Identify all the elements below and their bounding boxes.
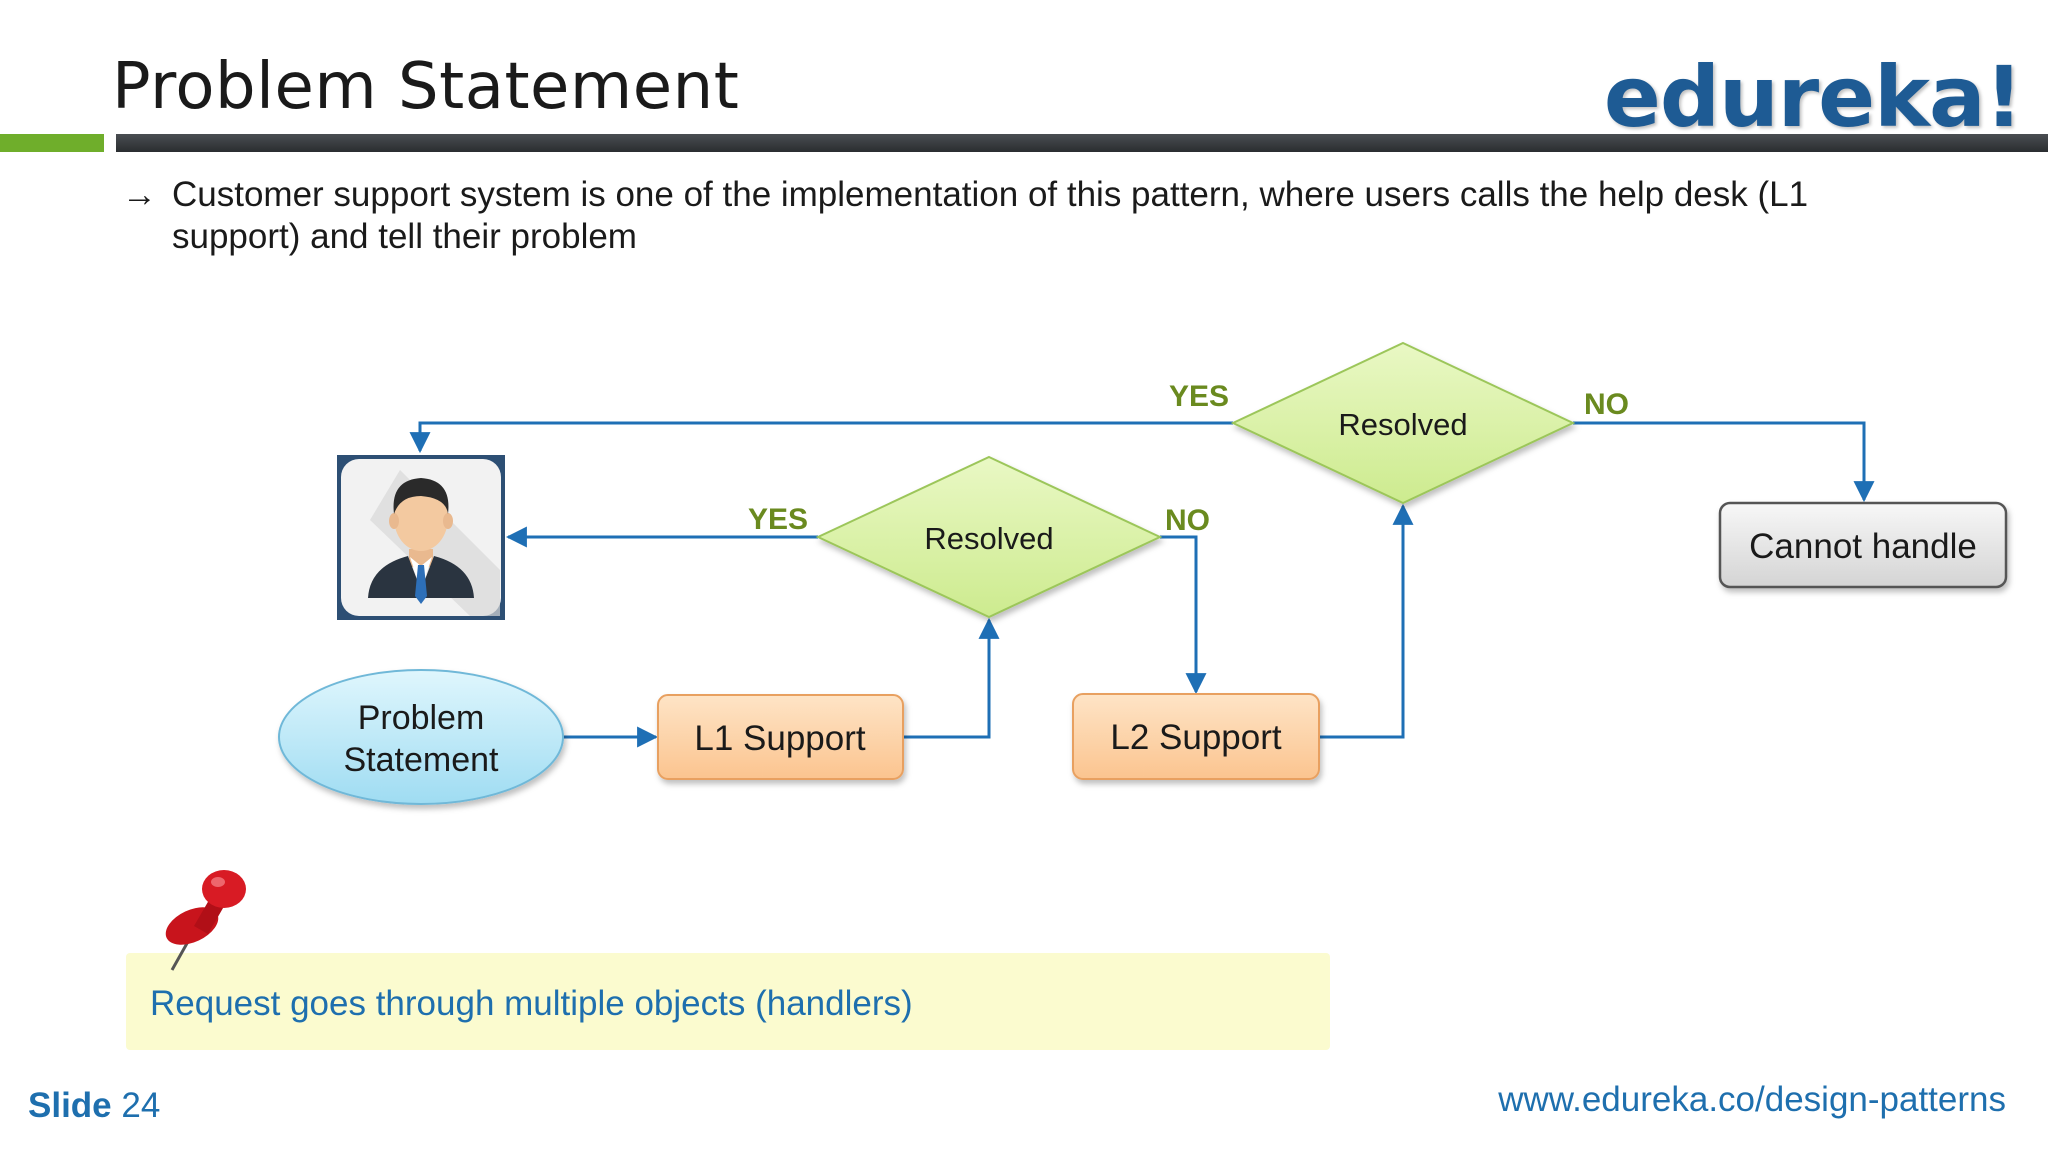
edge-label-yes-1: YES (748, 503, 808, 536)
node-problem-statement (278, 669, 564, 805)
page-title: Problem Statement (112, 50, 740, 124)
node-problem-label-1: Problem (358, 699, 485, 737)
note-box (126, 953, 1330, 1050)
pushpin-icon (165, 870, 246, 971)
node-cannot-handle (1718, 501, 2008, 589)
edges (409, 421, 1875, 748)
edge-resolved2-yes-to-user (409, 421, 1233, 454)
node-l1-label: L1 Support (694, 719, 866, 758)
edge-l1-to-resolved1 (904, 617, 1000, 739)
note-text: Request goes through multiple objects (h… (150, 984, 913, 1023)
edge-label-no-1: NO (1165, 504, 1210, 537)
bullet-arrow-icon: → (122, 175, 157, 214)
edge-resolved1-no-to-l2 (1160, 535, 1207, 695)
user-avatar-icon (337, 455, 505, 620)
slide-number: Slide 24 (28, 1086, 160, 1126)
edge-label-yes-2: YES (1169, 380, 1229, 413)
slide-word: Slide (28, 1086, 112, 1125)
bullet-point: → Customer support system is one of the … (122, 174, 1922, 258)
node-cannot-label: Cannot handle (1749, 527, 1977, 566)
node-resolved-1-label: Resolved (924, 521, 1053, 556)
edureka-logo: edureka! (1603, 48, 2023, 146)
node-l1-support (657, 694, 904, 780)
bullet-text: Customer support system is one of the im… (172, 175, 1809, 256)
edge-l2-to-resolved2 (1320, 503, 1414, 739)
node-l2-support (1072, 693, 1320, 780)
header-accent-bar (0, 134, 104, 152)
node-resolved-2 (1230, 341, 1576, 505)
footer-url-link[interactable]: www.edureka.co/design-patterns (1498, 1080, 2006, 1119)
header-divider-bar (116, 134, 2048, 152)
slide-number-value: 24 (121, 1086, 161, 1125)
node-problem-label-2: Statement (344, 741, 500, 779)
edge-label-no-2: NO (1584, 388, 1629, 421)
node-l2-label: L2 Support (1110, 718, 1282, 757)
node-resolved-1 (815, 455, 1163, 619)
node-resolved-2-label: Resolved (1338, 407, 1467, 442)
edge-resolved2-no-to-cannot (1573, 421, 1875, 503)
